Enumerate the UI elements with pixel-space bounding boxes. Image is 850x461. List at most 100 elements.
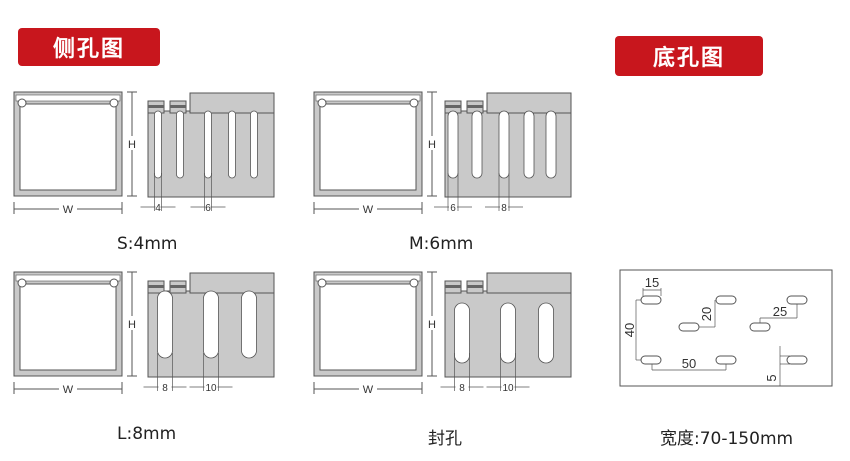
slot [538,302,554,364]
slot [454,302,470,364]
dim-b-label: 10 [502,383,514,394]
cover-clip [109,98,119,108]
slot [228,110,236,179]
slot [447,110,459,179]
slot [471,110,483,179]
slot [500,302,516,364]
width-label: W [63,204,74,216]
tab-band [467,105,483,108]
dim-b-label: 6 [205,203,211,214]
dim-bg [449,199,457,211]
tab-band [170,285,186,288]
tab-band [445,105,461,108]
dim-bg [59,202,77,216]
bottom-hole [715,355,737,365]
dim-a-label: 8 [459,383,465,394]
height-label: H [128,319,136,331]
cover-clip [17,98,27,108]
dim-bg [359,202,377,216]
dim-bg [59,382,77,396]
dim-bg [426,136,438,150]
cross-section-view: HW [313,271,438,396]
dim-b-label: 10 [205,383,217,394]
dim-15-label: 15 [645,275,659,290]
dim-40-label: 40 [622,323,637,337]
bottom-hole [786,355,808,365]
bottom-hole [678,322,700,332]
slot [154,110,162,179]
slot [176,110,184,179]
dim-bg [426,316,438,330]
variant-caption-sealed: 封孔 [428,429,462,449]
panel-top-block [189,92,275,114]
bottom-hole [749,322,771,332]
duct-cover [15,94,121,102]
cover-clip [409,98,419,108]
bottom-hole-header: 底孔图 [615,36,763,76]
width-label: W [363,204,374,216]
cross-section-view: HW [13,271,138,396]
side-hole-header: 侧孔图 [18,28,160,66]
slot [203,290,219,359]
duct-inner [19,103,117,191]
duct-inner [319,103,417,191]
height-label: H [128,139,136,151]
side-hole-view: 8 10 [440,272,572,394]
cross-section-view: HW [13,91,138,216]
width-label: W [363,384,374,396]
dim-bg [205,199,211,211]
cover-clip [17,278,27,288]
bottom-hole [786,295,808,305]
slot [523,110,535,179]
dim-25-label: 25 [773,304,787,319]
dim-b-label: 8 [501,203,507,214]
duct-inner [19,283,117,371]
duct-inner [319,283,417,371]
panel-top-block [189,272,275,294]
dim-50-label: 50 [682,356,696,371]
height-label: H [428,139,436,151]
dim-a-label: 6 [450,203,456,214]
dim-bg [204,379,218,391]
height-label: H [428,319,436,331]
tab-band [148,105,164,108]
duct-cover [15,274,121,282]
dim-bg [126,136,138,150]
dim-bg [155,199,161,211]
dim-bg [359,382,377,396]
width-caption: 宽度:70-150mm [660,429,794,449]
tab-band [445,285,461,288]
variant-caption-m: M:6mm [409,234,474,254]
slot [545,110,557,179]
slot [157,290,173,359]
cross-section-view: HW [313,91,438,216]
dim-a-label: 4 [155,203,161,214]
cover-clip [109,278,119,288]
dim-20-label: 20 [699,307,714,321]
width-label: W [63,384,74,396]
bottom-hole-view: 15 40 20 25 50 5 [619,269,833,387]
slot [241,290,257,359]
dim-bg [500,199,508,211]
dim-bg [455,379,469,391]
variant-caption-s: S:4mm [117,234,178,254]
dim-bg [158,379,172,391]
cover-clip [409,278,419,288]
slot [204,110,212,179]
panel-top-block [486,92,572,114]
dim-bg [126,316,138,330]
bottom-hole [715,295,737,305]
cover-clip [317,98,327,108]
variant-caption-l: L:8mm [117,424,177,444]
tab-band [148,285,164,288]
bottom-hole [640,295,662,305]
dim-5-label: 5 [764,374,779,381]
bottom-hole [640,355,662,365]
tab-band [170,105,186,108]
duct-cover [315,94,421,102]
slot [498,110,510,179]
